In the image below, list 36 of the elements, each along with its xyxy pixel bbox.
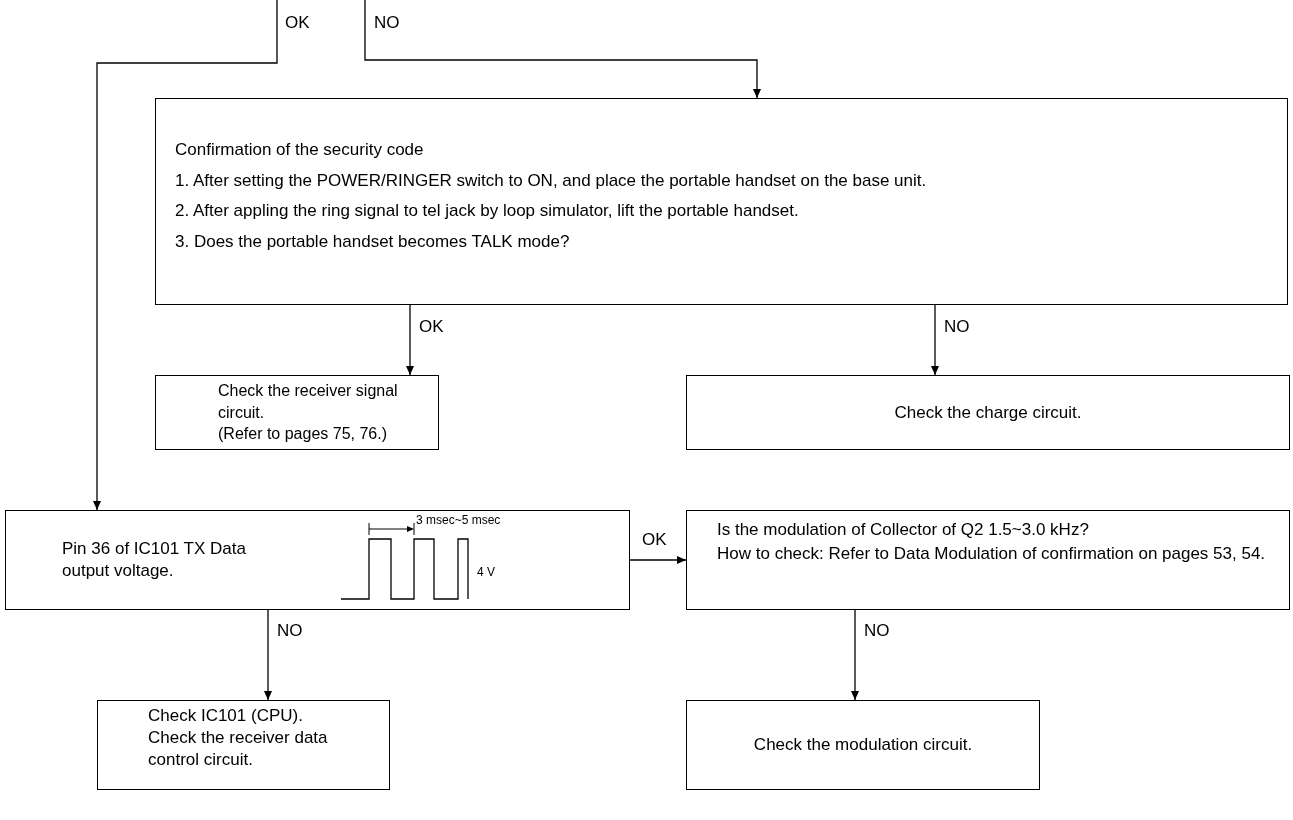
arrow [264,609,272,701]
arrow [931,304,939,376]
waveform-label: 4 V [477,565,495,581]
box-text: Check the modulation circuit. [753,734,973,757]
box-text: Confirmation of the security code [175,139,425,161]
process-box [686,375,1290,450]
edge-label: OK [641,531,668,548]
edge-label: OK [284,14,311,31]
box-text: 2. After appling the ring signal to tel jack by loop simulator, lift the portable handset. [175,200,800,222]
process-box [686,700,1040,790]
arrow [406,304,414,376]
process-box [155,98,1288,305]
edge-label: NO [373,14,401,31]
box-text: Check the receiver signal circuit. [218,381,399,423]
process-box [686,510,1290,610]
box-text: 1. After setting the POWER/RINGER switch to ON, and place the portable handset on the base unit. [175,169,928,192]
edge-label: NO [943,318,971,335]
arrow [629,556,687,564]
box-text: 3. Does the portable handset becomes TALK mode? [175,230,571,253]
process-box [155,375,439,450]
process-box [97,700,390,790]
box-text: Pin 36 of IC101 TX Data output voltage. [62,537,247,582]
box-text: Check IC101 (CPU). [148,705,304,727]
arrow [93,0,278,511]
box-text: (Refer to pages 75, 76.) [218,424,388,445]
edge-label: NO [863,622,891,639]
box-text: Is the modulation of Collector of Q2 1.5~3.0 kHz? [717,519,1090,541]
arrow [364,0,761,99]
waveform-label: 3 msec~5 msec [416,513,501,529]
process-box [5,510,630,610]
arrow [851,609,859,701]
box-text: Check the receiver data control circuit. [148,727,329,772]
box-text: Check the charge circuit. [894,401,1082,424]
edge-label: OK [418,318,445,335]
box-text: How to check: Refer to Data Modulation of confirmation on pages 53, 54. [717,543,1267,566]
edge-label: NO [276,622,304,639]
